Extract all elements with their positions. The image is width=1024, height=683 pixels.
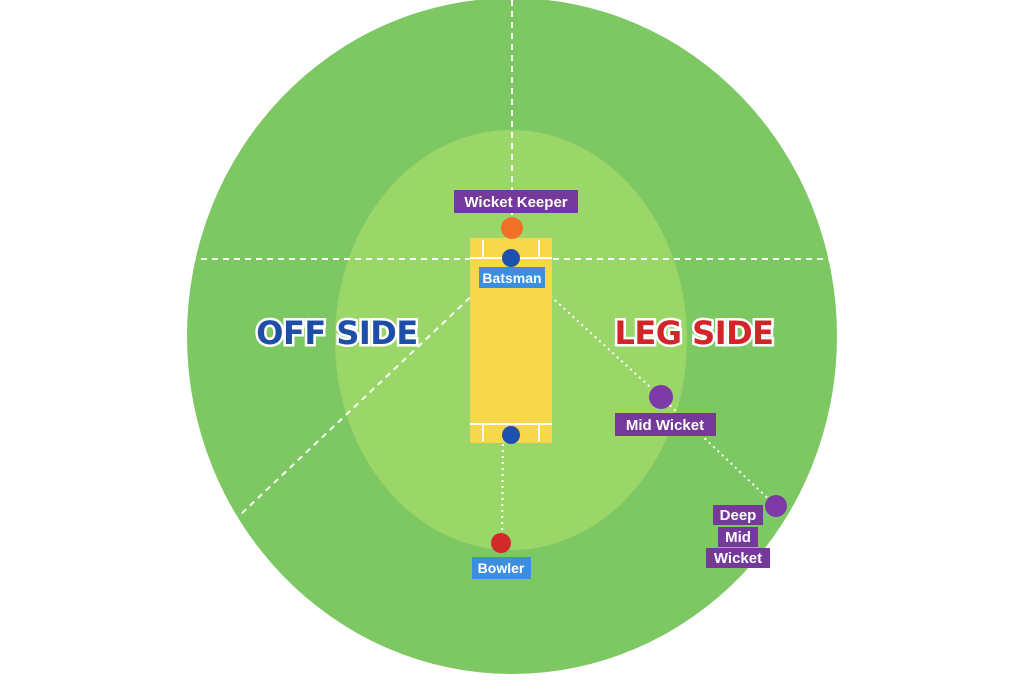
batsman-tag bbox=[479, 267, 545, 288]
non-striker-marker bbox=[502, 426, 520, 444]
position-lines bbox=[501, 291, 777, 544]
bowler-tag bbox=[472, 557, 531, 579]
bowler: Bowler bbox=[472, 533, 531, 579]
deep-mid-wicket-tag-line-2 bbox=[718, 527, 758, 547]
line-to-mid-wicket bbox=[545, 291, 662, 398]
leg-side-label: LEG SIDE bbox=[614, 314, 773, 352]
bowler-marker bbox=[491, 533, 511, 553]
deep-mid-wicket-label-line-2: Mid bbox=[725, 529, 751, 546]
deep-mid-wicket-label-line-1: Deep bbox=[720, 507, 757, 524]
deep-mid-wicket-tag-line-3 bbox=[706, 548, 770, 568]
batsman-marker bbox=[502, 249, 520, 267]
bowler-label: Bowler bbox=[478, 560, 525, 576]
wicket-keeper-label: Wicket Keeper bbox=[464, 194, 567, 211]
mid-wicket-tag bbox=[615, 413, 716, 436]
off-side-label: OFF SIDE bbox=[256, 314, 417, 352]
mid-wicket-marker bbox=[649, 385, 673, 409]
deep-mid-wicket-tag-line-1 bbox=[713, 505, 763, 525]
deep-mid-wicket: Deep Mid Wicket bbox=[706, 495, 787, 568]
wicket-keeper-marker bbox=[501, 217, 523, 239]
deep-mid-wicket-marker bbox=[765, 495, 787, 517]
mid-wicket: Mid Wicket bbox=[615, 385, 716, 436]
line-to-deep-mid-wicket bbox=[660, 396, 777, 507]
batsman-label: Batsman bbox=[482, 270, 541, 286]
deep-mid-wicket-label-line-3: Wicket bbox=[714, 550, 762, 567]
wicket-keeper-tag bbox=[454, 190, 578, 213]
batsman: Batsman bbox=[479, 249, 545, 288]
wicket-keeper: Wicket Keeper bbox=[454, 190, 578, 239]
mid-wicket-label: Mid Wicket bbox=[626, 417, 704, 434]
